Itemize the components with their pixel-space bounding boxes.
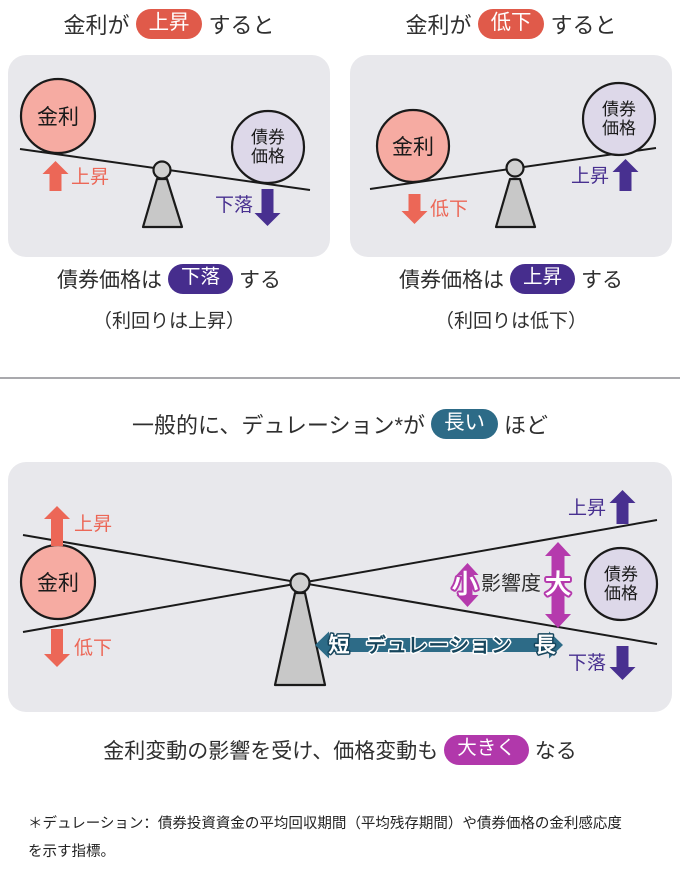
larger-pill: 大きく [444, 735, 529, 765]
down-arrow-icon [609, 646, 636, 680]
fall-result-pill: 下落 [167, 264, 234, 294]
seesaw-beam-lower [22, 519, 658, 633]
bond-price-circle [230, 109, 306, 185]
seesaw-beam-upper [22, 534, 658, 645]
impact-large-label: 大 [545, 569, 571, 599]
duration-caption: 金利変動の影響を受け、価格変動も 大きく なる [0, 735, 680, 765]
footnote-line1: ＊デュレーション：債券投資資金の平均回収期間（平均残存期間）や債券価格の金利感応… [28, 816, 622, 832]
rate-rise-panel: 金利 上昇 債券 価格 下落 [8, 55, 330, 257]
duration-axis-arrow-icon [315, 631, 563, 659]
bond-price-label-line1: 債券 [602, 100, 636, 119]
footnote-line2: を示す指標。 [28, 844, 115, 860]
rate-fall-panel: 金利 低下 債券 価格 上昇 [350, 55, 672, 257]
fulcrum-icon [494, 177, 537, 229]
bond-price-circle [581, 81, 657, 157]
rate-rise-arrow-label: 上昇 [71, 166, 109, 188]
duration-seesaw-diagram: 金利 上昇 低下 上昇 下落 債券 価格 小 影響度 大 短 デュレーション 長 [19, 490, 659, 687]
duration-footnote: ＊デュレーション：債券投資資金の平均回収期間（平均残存期間）や債券価格の金利感応… [28, 810, 658, 866]
interest-rate-circle [375, 108, 451, 184]
impact-label: 影響度 [481, 572, 541, 595]
fulcrum-icon [273, 591, 327, 687]
bond-fall-caption: 債券価格は 下落 する [8, 264, 330, 294]
bond-price-label-line2: 価格 [251, 147, 285, 166]
interest-rate-label: 金利 [392, 136, 434, 159]
caption-text-suffix: する [581, 269, 624, 292]
bond-price-label-line2: 価格 [602, 119, 636, 138]
long-pill: 長い [431, 408, 498, 440]
small-impact-arrow-icon [456, 563, 479, 607]
duration-title: 一般的に、デュレーション*が 長い ほど [0, 408, 680, 440]
duration-long-label: 長 [535, 634, 557, 657]
bond-up-label: 上昇 [568, 497, 606, 519]
interest-rate-circle [19, 77, 97, 155]
caption-text-prefix: 債券価格は [56, 269, 162, 292]
rate-fall-arrow-label: 低下 [430, 198, 468, 220]
bond-price-label-line2: 価格 [604, 584, 638, 603]
impact-small-label: 小 [452, 569, 478, 599]
duration-panel: 金利 上昇 低下 上昇 下落 債券 価格 小 影響度 大 短 デュレーション 長 [8, 462, 672, 712]
title-text-suffix: すると [550, 13, 617, 38]
bond-price-label-line1: 債券 [604, 565, 638, 584]
large-impact-arrow-icon [545, 542, 571, 628]
bond-down-label: 下落 [568, 652, 606, 674]
title-text-prefix: 金利が [405, 13, 472, 38]
fulcrum-icon [141, 177, 184, 229]
down-arrow-icon [44, 629, 70, 667]
down-arrow-icon [401, 194, 428, 224]
caption-text-prefix: 金利変動の影響を受け、価格変動も [103, 740, 439, 763]
rise-result-pill: 上昇 [509, 264, 576, 294]
rate-fall-seesaw-diagram: 金利 低下 債券 価格 上昇 [369, 81, 657, 229]
interest-rate-label: 金利 [37, 106, 79, 129]
pivot-icon [289, 572, 311, 594]
interest-rate-label: 金利 [37, 572, 79, 595]
fall-pill: 低下 [477, 8, 545, 40]
pivot-icon [152, 160, 172, 180]
bond-rise-arrow-label: 上昇 [571, 165, 609, 187]
caption-text-suffix: なる [534, 740, 577, 763]
yield-fall-note: （利回りは低下） [434, 311, 587, 332]
rate-fall-title: 金利が 低下 すると [350, 8, 672, 40]
title-text-suffix: ほど [503, 413, 548, 438]
up-arrow-icon [612, 159, 639, 191]
pivot-icon [505, 158, 525, 178]
down-arrow-icon [254, 189, 281, 226]
bond-rise-caption: 債券価格は 上昇 する [350, 264, 672, 294]
yield-rise-note: （利回りは上昇） [92, 311, 245, 332]
title-text-suffix: すると [208, 13, 275, 38]
duration-short-label: 短 [329, 634, 350, 657]
bond-fall-arrow-label: 下落 [215, 194, 253, 216]
up-arrow-icon [44, 506, 70, 546]
caption-text-prefix: 債券価格は [398, 269, 504, 292]
up-arrow-icon [609, 490, 636, 524]
title-text-prefix: 一般的に、デュレーション*が [132, 413, 426, 438]
section-divider [0, 377, 680, 379]
rate-down-label: 低下 [74, 637, 112, 659]
rate-up-label: 上昇 [74, 513, 112, 535]
bond-price-label-line1: 債券 [251, 128, 285, 147]
title-text-prefix: 金利が [63, 13, 130, 38]
duration-axis-label: デュレーション [366, 633, 512, 657]
rise-pill: 上昇 [135, 8, 203, 40]
up-arrow-icon [42, 161, 69, 191]
rate-rise-title: 金利が 上昇 すると [8, 8, 330, 40]
rate-rise-seesaw-diagram: 金利 上昇 債券 価格 下落 [19, 77, 311, 229]
caption-text-suffix: する [239, 269, 282, 292]
bond-price-circle [583, 546, 659, 622]
